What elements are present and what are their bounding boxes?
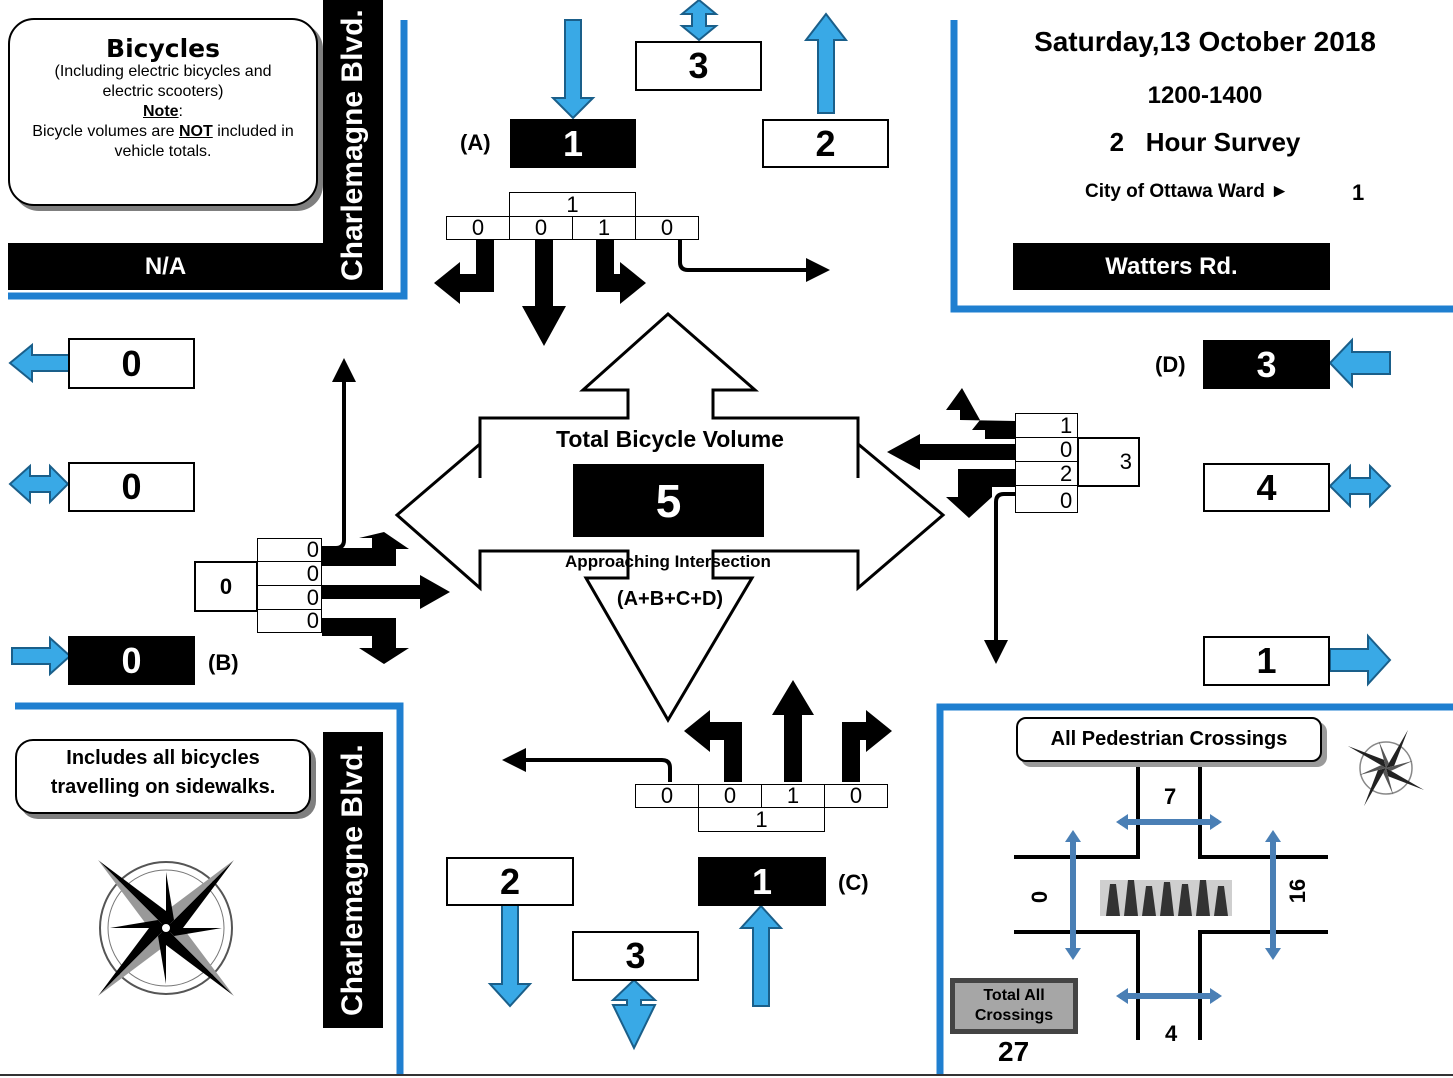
survey-date: Saturday,13 October 2018: [1000, 26, 1410, 58]
north-movement-cell: 1: [572, 216, 636, 240]
survey-time: 1200-1400: [1120, 82, 1290, 110]
north-departing-total: 2: [762, 119, 889, 168]
pedestrian-crowd-image: [1100, 880, 1232, 916]
west-out-arrow: [10, 345, 70, 381]
west-bidirectional-total: 0: [68, 462, 195, 512]
pedestrian-north-count: 7: [1164, 784, 1176, 810]
pedestrian-total-label: Total All Crossings: [969, 986, 1059, 1026]
pedestrian-east-count: 16: [1285, 879, 1311, 903]
west-movement-cell: 0: [257, 585, 322, 610]
north-bidir-arrow: [682, 0, 716, 40]
east-in-arrow: [1330, 340, 1390, 386]
south-departing-total: 2: [446, 857, 574, 906]
west-movement-cell: 0: [257, 538, 322, 562]
east-bidir-arrow: [1330, 466, 1390, 506]
north-movement-arrows: [434, 240, 646, 346]
east-movement-cell: 1: [1015, 413, 1078, 438]
west-bidir-arrow: [10, 466, 68, 502]
west-movement-arrows: [320, 532, 450, 664]
west-departing-total: 0: [68, 338, 195, 389]
west-letter: (B): [208, 650, 239, 676]
east-bidirectional-total: 4: [1203, 463, 1330, 512]
south-movement-cell: 0: [635, 784, 699, 808]
north-out-arrow: [806, 14, 846, 113]
east-movement-cell: 2: [1015, 461, 1078, 486]
south-bidir-arrow: [613, 980, 655, 1048]
east-approach-total: 3: [1203, 340, 1330, 389]
east-out-arrow: [1330, 636, 1390, 684]
west-movement-cell: 0: [257, 561, 322, 586]
south-movement-cell: 0: [824, 784, 888, 808]
center-total: 5: [573, 464, 764, 537]
street-vertical-bottom: Charlemagne Blvd.: [323, 732, 383, 1028]
pedestrian-total-box: Total All Crossings: [950, 978, 1078, 1034]
ward-value: 1: [1352, 180, 1364, 206]
east-movement-cell: 0: [1015, 437, 1078, 462]
east-letter: (D): [1155, 352, 1186, 378]
compass-rose-large: [90, 852, 243, 1005]
ward-label: City of Ottawa Ward ►: [1085, 181, 1289, 203]
sidewalk-note-box: Includes all bicycles travelling on side…: [15, 739, 311, 814]
center-title: Total Bicycle Volume: [538, 426, 802, 453]
pedestrian-title-box: All Pedestrian Crossings: [1016, 717, 1322, 762]
north-in-arrow: [553, 20, 593, 118]
east-sum-cell: 3: [1077, 437, 1140, 487]
north-movement-cell: 0: [446, 216, 510, 240]
west-movement-cell: 0: [257, 609, 322, 633]
north-movement-cell: 0: [509, 216, 573, 240]
pedestrian-south-count: 4: [1165, 1021, 1177, 1047]
bicycle-note-label-row: Note:: [20, 102, 306, 122]
pedestrian-total: 27: [998, 1036, 1029, 1068]
south-movement-cell: 1: [761, 784, 825, 808]
north-sum-cell: 1: [509, 192, 636, 217]
north-bidirectional-total: 3: [635, 41, 762, 91]
west-sum-cell: 0: [194, 561, 258, 612]
west-in-arrow: [12, 638, 70, 674]
center-subtitle: Approaching Intersection: [548, 552, 788, 572]
south-approach-total: 1: [698, 857, 826, 906]
east-departing-total: 1: [1203, 636, 1330, 686]
bicycle-note-line1: (Including electric bicycles and electri…: [20, 62, 306, 102]
south-letter: (C): [838, 870, 869, 896]
street-vertical-top: Charlemagne Blvd.: [323, 0, 383, 290]
east-movement-cell: 0: [1015, 485, 1078, 513]
street-top-right: Watters Rd.: [1013, 243, 1330, 290]
south-in-arrow: [741, 906, 781, 1006]
pedestrian-west-count: 0: [1027, 891, 1053, 903]
street-top-left: N/A: [8, 243, 323, 290]
center-formula: (A+B+C+D): [580, 588, 760, 611]
bicycle-note-line2: Bicycle volumes are NOT included in vehi…: [20, 122, 306, 162]
bicycle-note-title: Bicycles: [20, 36, 306, 62]
south-bidirectional-total: 3: [572, 931, 699, 981]
north-approach-total: 1: [510, 119, 636, 168]
west-approach-total: 0: [68, 636, 195, 685]
bicycle-note-box: Bicycles (Including electric bicycles an…: [8, 18, 318, 206]
bicycle-note-label: Note: [143, 103, 179, 120]
north-letter: (A): [460, 130, 491, 156]
south-movement-arrows: [684, 680, 892, 782]
compass-rose-small: [1348, 730, 1424, 806]
south-sum-cell: 1: [698, 807, 825, 832]
south-movement-cell: 0: [698, 784, 762, 808]
survey-duration: 2 Hour Survey: [1080, 127, 1330, 158]
north-movement-cell: 0: [635, 216, 699, 240]
